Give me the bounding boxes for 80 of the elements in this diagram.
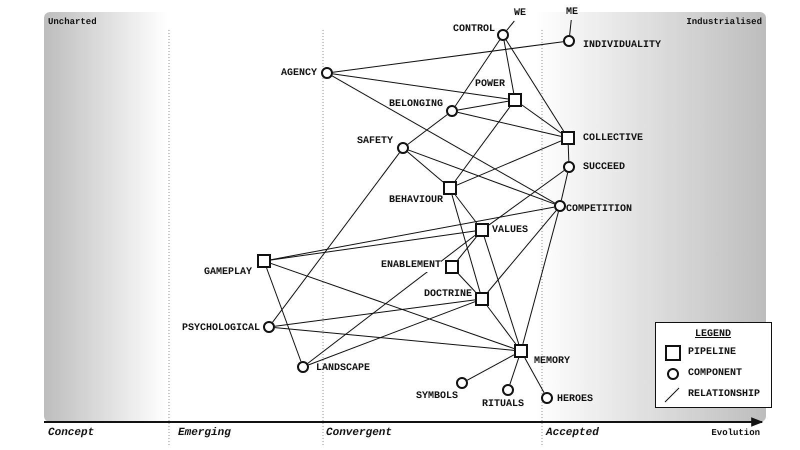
- relationship-line: [454, 194, 478, 224]
- component-label: LANDSCAPE: [316, 363, 370, 375]
- component-label: SAFETY: [356, 136, 393, 148]
- relationship-line: [307, 234, 476, 364]
- component-label: COLLECTIVE: [583, 133, 644, 145]
- component-label: PSYCHOLOGICAL: [182, 323, 260, 335]
- relationship-line: [270, 206, 555, 260]
- component-label: ENABLEMENT: [380, 260, 441, 272]
- component-label: HEROES: [557, 394, 594, 406]
- relationship-line: [560, 172, 568, 201]
- relationship-line: [272, 152, 400, 323]
- relationship-line: [407, 114, 448, 145]
- axis-title: Evolution: [711, 427, 760, 439]
- relationship-line: [466, 354, 514, 381]
- pipeline-square: [475, 292, 489, 306]
- component-label: AGENCY: [280, 68, 317, 80]
- annotation-text: WE: [512, 8, 528, 20]
- component-label: CONTROL: [452, 24, 495, 36]
- corner-label: Industrialised: [686, 16, 762, 28]
- relationship-line: [308, 301, 476, 366]
- stage-label: Emerging: [178, 427, 231, 439]
- relationship-line: [458, 274, 476, 292]
- relationship-line: [407, 151, 444, 183]
- component-label: COMPETITION: [566, 204, 632, 216]
- pipeline-square: [257, 254, 271, 268]
- component-label: POWER: [474, 79, 505, 91]
- relationship-line: [504, 40, 514, 94]
- relationship-line: [522, 211, 559, 344]
- component-label: BELONGING: [388, 99, 443, 111]
- relationship-line: [408, 150, 555, 204]
- legend-text: PIPELINE: [688, 347, 736, 359]
- component-label: GAMEPLAY: [204, 267, 252, 279]
- relationship-line: [452, 194, 480, 292]
- relationship-line: [457, 236, 477, 260]
- relationship-line: [454, 106, 510, 182]
- relationship-line: [457, 112, 562, 137]
- relationship-line: [270, 230, 476, 260]
- component-label: INDIVIDUALITY: [583, 40, 662, 52]
- relationship-line: [484, 236, 520, 344]
- pipeline-square: [561, 131, 575, 145]
- relationship-line: [270, 262, 514, 350]
- relationship-line: [332, 41, 564, 73]
- relationship-line: [506, 40, 564, 132]
- relationship-line: [332, 75, 556, 204]
- relationship-line: [457, 100, 508, 110]
- relationship-line: [456, 140, 562, 186]
- relationship-line: [454, 39, 500, 107]
- component-label: SYMBOLS: [416, 391, 458, 403]
- component-label: BEHAVIOUR: [388, 195, 443, 207]
- pipeline-square: [514, 344, 528, 358]
- pipeline-square: [508, 93, 522, 107]
- relationship-line: [266, 268, 302, 362]
- relationship-line: [522, 104, 562, 134]
- relationship-line: [488, 170, 565, 226]
- stage-label: Accepted: [546, 427, 599, 439]
- relationship-line: [506, 20, 515, 31]
- legend-text: COMPONENT: [688, 368, 742, 380]
- relationship-line: [509, 358, 520, 385]
- relationship-line: [332, 73, 508, 100]
- relationship-line: [274, 327, 514, 351]
- relationship-line: [486, 306, 516, 344]
- component-label: VALUES: [492, 225, 528, 237]
- relationship-line: [569, 20, 572, 36]
- relationship-line: [524, 358, 545, 394]
- legend-title: LEGEND: [694, 329, 731, 341]
- pipeline-square: [443, 181, 457, 195]
- legend-text: RELATIONSHIP: [688, 389, 760, 401]
- annotation-text: ME: [564, 7, 580, 19]
- component-label: SUCCEED: [583, 162, 626, 174]
- component-label: DOCTRINE: [424, 289, 472, 301]
- relationship-line: [487, 210, 557, 292]
- corner-label: Uncharted: [48, 16, 97, 28]
- stage-label: Concept: [48, 427, 94, 439]
- pipeline-square: [445, 260, 459, 274]
- pipeline-square: [475, 223, 489, 237]
- relationship-line: [568, 144, 570, 162]
- component-label: MEMORY: [534, 356, 570, 368]
- stage-label: Convergent: [326, 427, 392, 439]
- component-label: RITUALS: [482, 399, 524, 411]
- relationship-line: [274, 299, 476, 327]
